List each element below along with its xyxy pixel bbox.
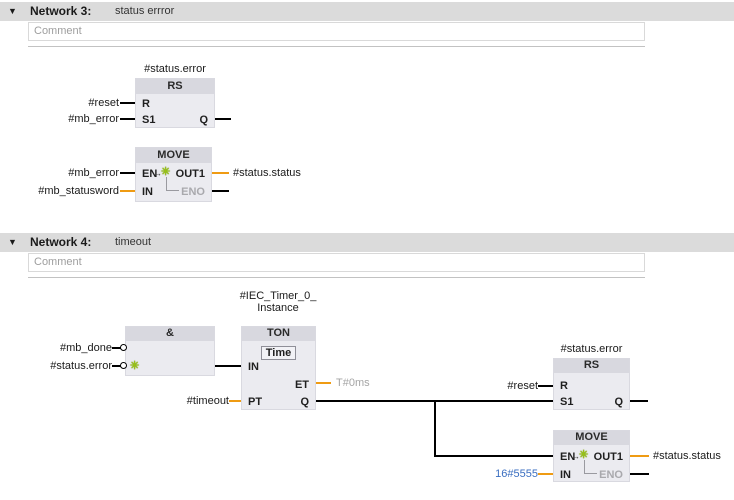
wire-constant-in <box>538 473 553 475</box>
wire-move2-eno <box>630 473 649 475</box>
wire-statuserror-and <box>112 365 121 367</box>
ton-instance-label-line1[interactable]: #IEC_Timer_0_ <box>239 290 317 302</box>
network4-header-bar[interactable] <box>0 233 734 252</box>
move1-conversion-star-icon: ✳ <box>161 166 171 178</box>
rs2-pin-s1[interactable]: S1 <box>560 396 574 408</box>
rs2-operand-reset[interactable]: #reset <box>507 380 538 392</box>
network3-subtitle[interactable]: status errror <box>115 5 175 17</box>
move2-pin-out1[interactable]: OUT1 <box>593 451 623 463</box>
wire-move1-eno <box>212 190 229 192</box>
move2-enable-arrow-icon: → <box>571 451 580 461</box>
network3-divider <box>28 46 645 47</box>
network4-divider <box>28 277 645 278</box>
network4-subtitle[interactable]: timeout <box>115 236 152 248</box>
move2-eno-link-line <box>584 460 597 474</box>
rs2-title: RS <box>554 359 629 373</box>
move1-operand-in[interactable]: #mb_statusword <box>38 185 119 197</box>
move1-enable-arrow-icon: → <box>153 168 162 178</box>
wire-and-to-ton-in <box>215 365 242 367</box>
rs1-pin-r[interactable]: R <box>142 98 150 110</box>
and-negation-circle-1[interactable] <box>120 344 127 351</box>
move2-pin-in[interactable]: IN <box>560 469 571 481</box>
ton-et-value[interactable]: T#0ms <box>336 377 370 389</box>
wire-branch-to-en <box>434 455 553 457</box>
rs2-block[interactable]: RS R S1 Q <box>553 358 630 410</box>
move1-pin-eno[interactable]: ENO <box>181 186 205 198</box>
rs2-pin-q[interactable]: Q <box>614 396 623 408</box>
ton-pin-pt[interactable]: PT <box>248 396 263 408</box>
ton-operand-timeout[interactable]: #timeout <box>186 395 229 407</box>
ton-pin-in[interactable]: IN <box>248 361 259 373</box>
rs2-instance-label[interactable]: #status.error <box>560 343 623 355</box>
wire-mberror-s1 <box>120 118 135 120</box>
move1-operand-out1[interactable]: #status.status <box>233 167 301 179</box>
ton-instance-label-line2[interactable]: Instance <box>257 302 299 314</box>
rs2-pin-r[interactable]: R <box>560 380 568 392</box>
move1-title: MOVE <box>136 148 211 163</box>
rs1-block[interactable]: RS R S1 Q <box>135 78 215 128</box>
network3-comment-box[interactable]: Comment <box>28 22 645 41</box>
wire-reset-r <box>120 102 135 104</box>
and-operand-mbdone[interactable]: #mb_done <box>60 342 112 354</box>
move2-operand-in-constant[interactable]: 16#5555 <box>495 468 538 480</box>
wire-rs1-q-out <box>215 118 231 120</box>
rs1-operand-mberror[interactable]: #mb_error <box>68 113 119 125</box>
and-negation-circle-2[interactable] <box>120 362 127 369</box>
move1-operand-en[interactable]: #mb_error <box>68 167 119 179</box>
and-block[interactable]: & <box>125 326 215 376</box>
network3-title[interactable]: Network 3: <box>30 4 92 18</box>
wire-statusword-in <box>120 190 135 192</box>
move2-pin-eno[interactable]: ENO <box>599 469 623 481</box>
and-conversion-star-icon: ✳ <box>130 360 140 372</box>
move2-conversion-star-icon: ✳ <box>579 449 589 461</box>
move1-pin-en[interactable]: EN <box>142 168 158 180</box>
network4-comment-box[interactable]: Comment <box>28 253 645 272</box>
move2-operand-out1[interactable]: #status.status <box>653 450 721 462</box>
network4-title[interactable]: Network 4: <box>30 235 92 249</box>
ton-block[interactable]: TON Time IN ET PT Q <box>241 326 316 410</box>
network4-collapse-icon[interactable]: ▼ <box>8 237 17 247</box>
ton-title: TON <box>242 327 315 341</box>
rs1-title: RS <box>136 79 214 94</box>
ton-type-dropdown[interactable]: Time <box>260 346 297 360</box>
move2-block[interactable]: MOVE EN OUT1 IN ENO <box>553 430 630 482</box>
wire-move1-out1 <box>212 172 229 174</box>
move1-block[interactable]: MOVE EN OUT1 IN ENO <box>135 147 212 202</box>
rs1-pin-s1[interactable]: S1 <box>142 114 156 126</box>
wire-rs2-q-out <box>630 400 648 402</box>
move2-pin-en[interactable]: EN <box>560 451 576 463</box>
and-operand-statuserror[interactable]: #status.error <box>50 360 112 372</box>
wire-reset-r2 <box>538 385 553 387</box>
wire-mberror-en <box>120 172 135 174</box>
ton-pin-et[interactable]: ET <box>294 379 309 391</box>
rs1-operand-reset[interactable]: #reset <box>88 97 119 109</box>
rs1-instance-label[interactable]: #status.error <box>144 63 206 75</box>
wire-ton-et-out <box>316 382 331 384</box>
move1-pin-out1[interactable]: OUT1 <box>175 168 205 180</box>
move1-pin-in[interactable]: IN <box>142 186 153 198</box>
move2-title: MOVE <box>554 431 629 445</box>
wire-timeout-pt <box>229 400 241 402</box>
move1-eno-link-line <box>166 177 179 191</box>
network3-collapse-icon[interactable]: ▼ <box>8 6 17 16</box>
network3-header-bar[interactable] <box>0 2 734 21</box>
rs1-pin-q[interactable]: Q <box>199 114 208 126</box>
wire-move2-out1 <box>630 455 649 457</box>
ton-pin-q[interactable]: Q <box>300 396 309 408</box>
and-title: & <box>126 327 214 341</box>
wire-mbdone-and <box>112 347 121 349</box>
wire-branch-vertical <box>434 400 436 457</box>
